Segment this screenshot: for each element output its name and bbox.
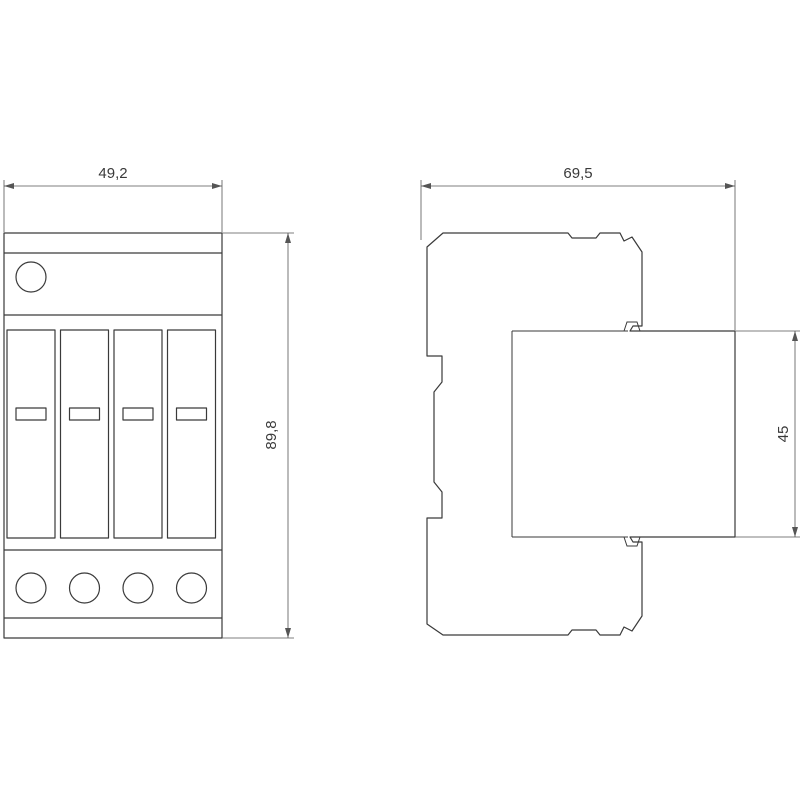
bottom-terminal-screw bbox=[122, 572, 154, 604]
arrowhead bbox=[285, 628, 291, 638]
arrowhead bbox=[212, 183, 222, 189]
front-view bbox=[3, 232, 223, 639]
module-cartridge bbox=[6, 329, 56, 539]
bottom-terminal-screw bbox=[68, 572, 101, 604]
arrowhead bbox=[421, 183, 431, 189]
front-height-dimension: 89,8 bbox=[222, 232, 294, 639]
front-width-label: 49,2 bbox=[98, 165, 127, 182]
front-view-housing bbox=[3, 232, 223, 639]
status-indicator-window bbox=[15, 407, 47, 421]
side-height-dimension: 45 bbox=[735, 330, 800, 538]
bottom-terminal-screws bbox=[15, 572, 208, 604]
side-view-outline bbox=[426, 232, 736, 636]
lower-latch-notch bbox=[623, 536, 641, 547]
protection-modules bbox=[6, 329, 217, 539]
side-height-label: 45 bbox=[775, 426, 792, 443]
front-width-dimension: 49,2 bbox=[3, 165, 223, 232]
upper-latch-notch bbox=[623, 321, 641, 332]
bottom-terminal-screw bbox=[175, 572, 208, 604]
status-indicator-window bbox=[68, 407, 101, 421]
side-depth-dimension: 69,5 bbox=[420, 165, 736, 330]
front-height-label: 89,8 bbox=[263, 420, 280, 449]
module-cartridge bbox=[59, 329, 110, 539]
side-view bbox=[426, 232, 736, 636]
arrowhead bbox=[285, 233, 291, 243]
top-terminal-screw bbox=[15, 261, 47, 293]
side-depth-label: 69,5 bbox=[563, 165, 592, 182]
arrowhead bbox=[792, 527, 798, 537]
status-indicator-window bbox=[122, 407, 154, 421]
module-cartridge bbox=[166, 329, 217, 539]
arrowhead bbox=[725, 183, 735, 189]
module-cartridge bbox=[113, 329, 163, 539]
arrowhead bbox=[792, 331, 798, 341]
bottom-terminal-screw bbox=[15, 572, 47, 604]
arrowhead bbox=[4, 183, 14, 189]
status-indicator-window bbox=[175, 407, 208, 421]
